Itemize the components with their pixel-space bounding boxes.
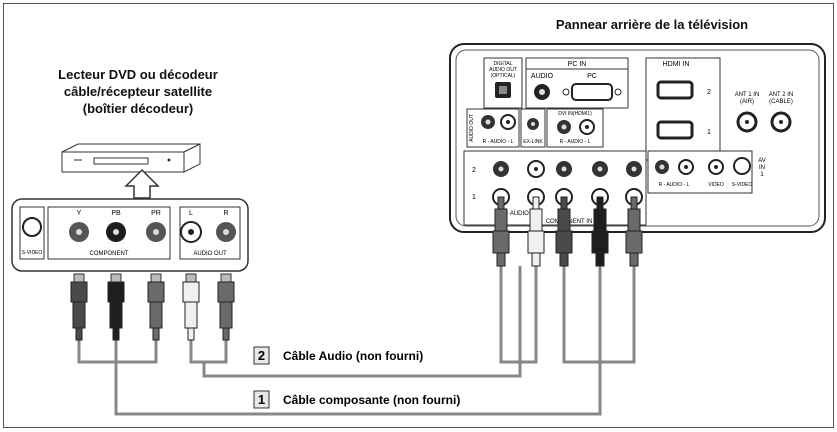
hdmi-2-port-icon	[656, 80, 694, 100]
vga-port-icon	[571, 83, 613, 101]
dvd-y-label: Y	[77, 210, 82, 217]
ant2-label-2: (CABLE)	[769, 99, 793, 105]
diagram-frame: DIGITAL AUDIO OUT (OPTICAL) PC IN AUDIO …	[3, 3, 834, 428]
digital-audio-out-label-1: DIGITAL	[493, 61, 512, 67]
s-video-port-icon	[733, 157, 751, 175]
tv-plug-y	[555, 188, 573, 267]
tv-component-row-2	[493, 160, 642, 178]
dvd-s-video-label: S-VIDEO	[22, 250, 43, 256]
av-in-label-1: AV	[758, 158, 766, 164]
ant1-label-2: (AIR)	[740, 99, 754, 105]
audio-out-lr-label: R - AUDIO - L	[483, 139, 514, 145]
dvd-r-label: R	[223, 210, 228, 217]
audio-cable-wires	[189, 266, 538, 378]
tv-plug-pr	[625, 188, 643, 267]
tv-s-video-label: S-VIDEO	[732, 182, 753, 188]
av-audio-lr-label: R - AUDIO - L	[659, 182, 690, 188]
row-1-label: 1	[472, 194, 476, 201]
dvd-title-line-3: (boîtier décodeur)	[82, 101, 194, 116]
dvd-title-line-1: Lecteur DVD ou décodeur	[58, 67, 218, 82]
hdmi-1-label: 1	[707, 129, 711, 136]
dvd-component-label: COMPONENT	[90, 251, 129, 257]
dvd-plug-l	[182, 273, 200, 341]
video-label: VIDEO	[708, 182, 724, 188]
tv-component-in-block	[463, 150, 647, 226]
audio-cable-label: Câble Audio (non fourni)	[283, 349, 423, 363]
row-2-label: 2	[472, 167, 476, 174]
tv-cable-plugs	[492, 188, 643, 267]
tv-plug-audio-l	[527, 188, 545, 267]
connection-diagram: DIGITAL AUDIO OUT (OPTICAL) PC IN AUDIO …	[11, 43, 826, 416]
audio-cable-number-box	[253, 346, 270, 365]
av-in-label-2: IN	[759, 165, 765, 171]
dvi-in-label: DVI IN(HDMI1)	[558, 111, 592, 117]
dvd-title-line-2: câble/récepteur satellite	[63, 84, 213, 99]
tv-panel-title: Pannear arrière de la télévision	[555, 17, 749, 32]
dvi-audio-lr-label: R - AUDIO - L	[560, 139, 591, 145]
pc-in-label: PC IN	[568, 61, 587, 68]
audio-out-side-label: AUDIO OUT	[469, 114, 475, 142]
ant1-label-1: ANT 1 IN	[735, 92, 760, 98]
up-arrow-icon	[124, 168, 160, 199]
audio-cable-number: 2	[258, 348, 265, 363]
dvd-l-label: L	[189, 210, 193, 217]
component-cable-label: Câble composante (non fourni)	[283, 393, 460, 407]
component-cable-wires	[77, 266, 636, 416]
dvd-plug-y	[70, 273, 88, 341]
hdmi-2-label: 2	[707, 89, 711, 96]
component-cable-number: 1	[258, 392, 265, 407]
hdmi-1-port-icon	[656, 120, 694, 140]
component-cable-number-box	[253, 390, 270, 409]
digital-audio-out-label-2: AUDIO OUT	[489, 67, 517, 73]
ex-link-label: EX-LINK	[523, 139, 543, 145]
tv-plug-pb	[591, 188, 609, 267]
dvd-pr-label: PR	[151, 210, 161, 217]
audio-label: AUDIO	[531, 73, 554, 80]
ant2-label-1: ANT 2 IN	[769, 92, 794, 98]
dvd-pb-label: PB	[111, 210, 121, 217]
dvd-player-icon	[61, 143, 201, 173]
dvd-s-video-port-icon	[22, 217, 42, 237]
component-audio-lr-label: R - AUDIO - L	[500, 211, 538, 217]
dvd-title: Lecteur DVD ou décodeur câble/récepteur …	[18, 66, 258, 117]
hdmi-in-label: HDMI IN	[663, 61, 690, 68]
digital-audio-out-label-3: (OPTICAL)	[491, 73, 516, 79]
pc-label: PC	[587, 73, 597, 80]
dvd-jacks	[69, 221, 236, 243]
dvd-audio-out-label: AUDIO OUT	[193, 251, 227, 257]
dvd-plug-pb	[107, 273, 125, 341]
dvd-plug-r	[217, 273, 235, 341]
dvd-cable-plugs	[70, 273, 235, 341]
av-in-label-3: 1	[760, 172, 764, 178]
tv-plug-audio-r	[492, 188, 510, 267]
dvd-plug-pr	[147, 273, 165, 341]
